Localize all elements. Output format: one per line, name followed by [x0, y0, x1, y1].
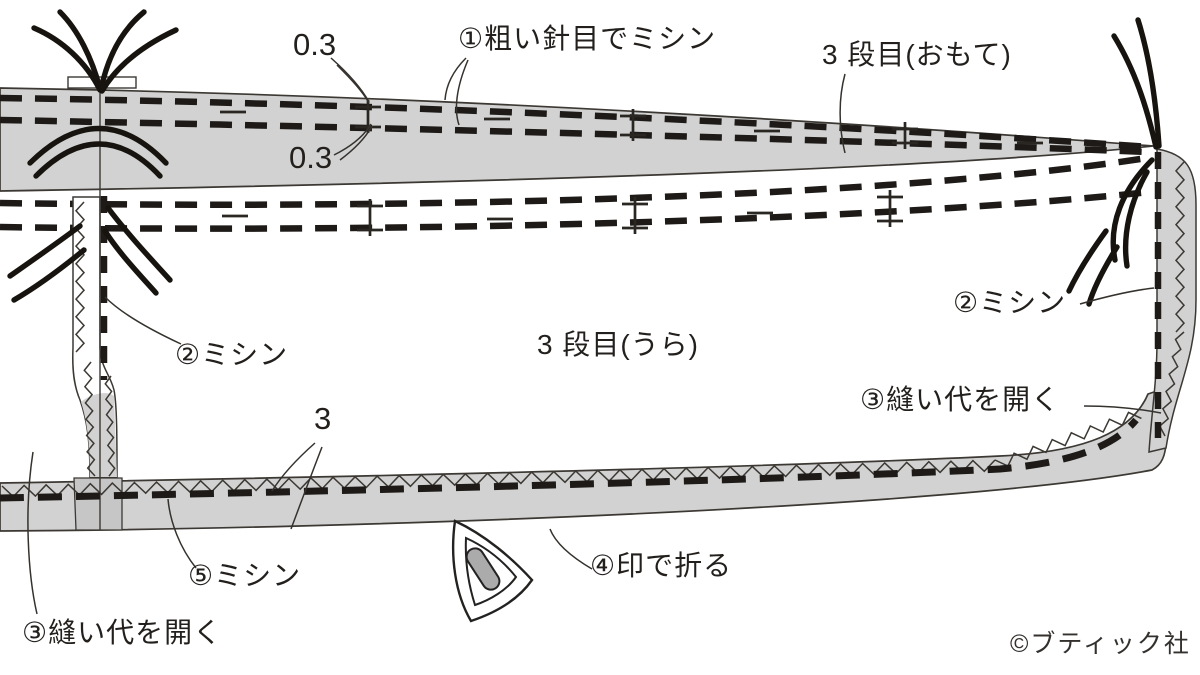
back-gathering-stitches: [0, 154, 1151, 232]
leader-step2-right: [1079, 287, 1155, 305]
label-step5: ⑤ミシン: [188, 560, 302, 591]
copyright-notice: ©ブティック社: [1010, 630, 1191, 658]
label-step2-left: ②ミシン: [175, 339, 289, 370]
gather-stitch-line-c: [0, 154, 1148, 208]
hem-band: [0, 386, 1167, 532]
leader-step4: [549, 528, 593, 570]
fabric-top-band: [0, 87, 1154, 192]
right-seam: [1148, 148, 1197, 453]
thread: [11, 247, 87, 303]
label-step3-right: ③縫い代を開く: [860, 384, 1061, 415]
leader-offset-bottom-b: [339, 125, 373, 161]
thread: [1111, 33, 1159, 150]
thread: [57, 9, 103, 92]
overlock-zigzag-left-lower-2: [104, 375, 116, 477]
thread: [105, 205, 173, 283]
iron-handle: [465, 547, 501, 591]
hem-band-stitching: [0, 411, 1142, 502]
label-step1: ①粗い針目でミシン: [458, 23, 717, 54]
seam-allowance-over-hem: [73, 477, 123, 531]
overlock-zigzag-right-lower: [1158, 331, 1185, 437]
notch-marks: [220, 100, 1043, 236]
thread: [1122, 169, 1150, 269]
label-step4: ④印で折る: [590, 550, 733, 581]
leader-step1-b: [455, 59, 469, 126]
thread: [33, 141, 163, 179]
notch-mark: [877, 190, 903, 227]
leader-tier3-front: [839, 73, 846, 154]
leader-step1-a: [444, 57, 467, 101]
leader-step5: [167, 498, 197, 569]
leader-step2-left: [104, 296, 182, 345]
top-band-shape: [0, 87, 1154, 192]
thread: [99, 27, 179, 94]
notch-mark: [620, 109, 646, 141]
left-seam: [67, 76, 137, 530]
thread: [1066, 228, 1109, 294]
iron-soleplate: [464, 536, 518, 607]
dim-hem-width: 3: [314, 401, 332, 436]
machine-stitch-hem: [0, 417, 1139, 502]
thread: [1086, 244, 1120, 307]
leader-offset-top-b: [336, 64, 370, 104]
iron-icon: [451, 519, 534, 623]
thread: [98, 9, 147, 92]
leader-hem-width-b: [290, 446, 323, 530]
thread: [27, 125, 169, 166]
notch-mark: [357, 199, 383, 236]
overlock-zigzag-left-lower-1: [83, 361, 96, 477]
leader-lines: [27, 57, 1162, 615]
dim-second-offset: 0.3: [289, 140, 333, 175]
dim-top-offset: 0.3: [293, 27, 337, 62]
thread: [1135, 17, 1162, 149]
leader-step3-right: [1083, 405, 1162, 414]
overlock-zigzag-hem-right: [994, 411, 1142, 467]
label-tier3-front: 3 段目(おもて): [822, 39, 1012, 70]
label-tier3-back: 3 段目(うら): [537, 329, 700, 360]
label-step2-right: ②ミシン: [953, 287, 1067, 318]
hem-band-shape: [0, 386, 1167, 532]
leader-step3-bottom: [27, 451, 38, 615]
leader-hem-width-a: [271, 442, 316, 492]
gather-stitch-line-d: [0, 188, 1151, 232]
gather-stitch-line-a: [0, 94, 1151, 151]
overlock-zigzag-right-upper: [1174, 161, 1186, 333]
notch-mark: [892, 122, 918, 149]
gathering-threads: [7, 9, 1162, 307]
leader-offset-bottom-a: [333, 123, 372, 156]
label-step3-bottom: ③縫い代を開く: [22, 617, 223, 648]
notch-mark: [622, 197, 648, 234]
thread: [7, 223, 83, 279]
thread: [102, 228, 159, 296]
